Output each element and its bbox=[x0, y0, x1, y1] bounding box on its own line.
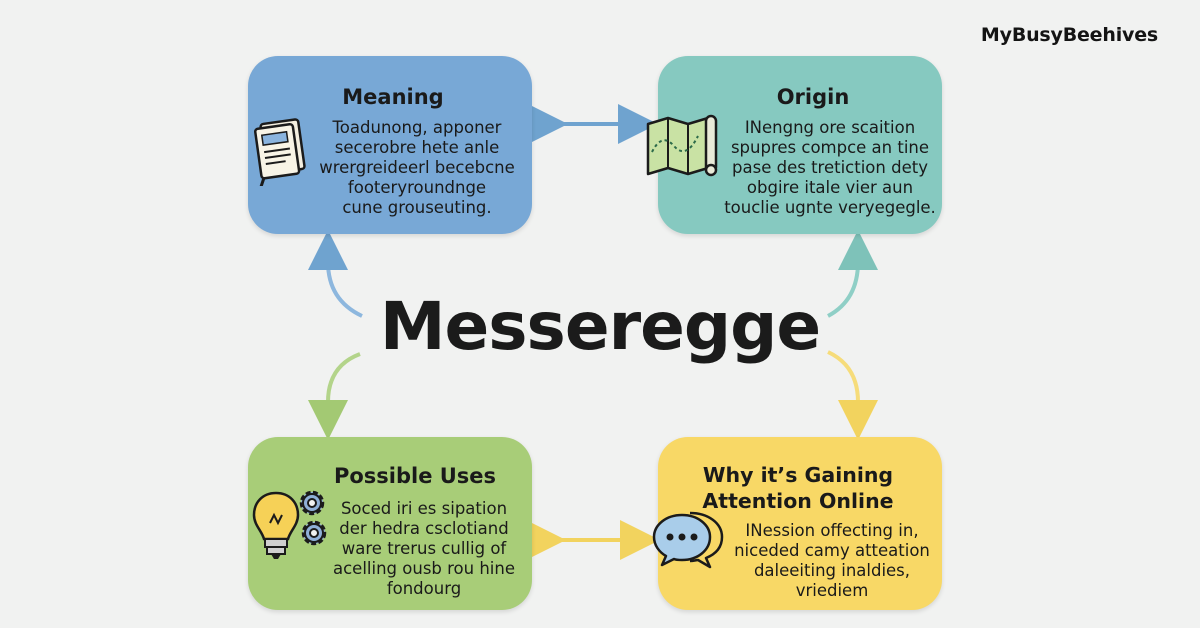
map-icon bbox=[646, 114, 718, 177]
card-meaning-line: Toadunong, apponer bbox=[332, 118, 502, 137]
card-meaning: Meaning Toadunong, apponer secerobre het… bbox=[248, 56, 532, 234]
card-meaning-title: Meaning bbox=[342, 85, 444, 109]
card-origin-title: Origin bbox=[776, 85, 850, 109]
document-icon bbox=[254, 118, 306, 186]
card-why-line: INession offecting in, bbox=[745, 521, 919, 540]
card-why-line: niceded camy atteation bbox=[734, 541, 930, 560]
card-possible-uses-line: Soced iri es sipation bbox=[340, 499, 508, 518]
lightbulb-gears-icon bbox=[252, 490, 327, 559]
card-meaning-line: cune grouseuting. bbox=[342, 198, 492, 217]
card-origin-line: touclie ugnte veryegegle. bbox=[724, 198, 936, 217]
card-why-line: vriediem bbox=[795, 581, 869, 600]
card-possible-uses-line: der hedra csclotiand bbox=[339, 519, 509, 538]
card-possible-uses-line: acelling ousb rou hine bbox=[333, 559, 515, 578]
arrow-title-why bbox=[827, 350, 878, 440]
card-meaning-text: Toadunong, apponer secerobre hete anle w… bbox=[312, 118, 522, 218]
card-why-line: daleeiting inaldies, bbox=[753, 561, 911, 580]
card-origin-text: INengng ore scaition spupres compce an t… bbox=[724, 118, 936, 218]
brand-logo-text: MyBusyBeehives bbox=[980, 24, 1158, 46]
card-possible-uses: Possible Uses Soced iri es sipation der … bbox=[248, 437, 532, 610]
card-origin-line: obgire itale vier aun bbox=[746, 178, 914, 197]
card-possible-uses-line: fondourg bbox=[386, 579, 462, 598]
arrow-title-uses bbox=[308, 352, 361, 440]
card-origin-line: INengng ore scaition bbox=[744, 118, 916, 137]
card-meaning-line: footeryroundnge bbox=[347, 178, 487, 197]
center-title: Messeregge bbox=[379, 288, 821, 365]
card-origin-line: spupres compce an tine bbox=[730, 138, 930, 157]
arrow-title-meaning bbox=[308, 230, 363, 318]
card-why-text: INession offecting in, niceded camy atte… bbox=[730, 521, 934, 601]
chat-bubbles-icon bbox=[652, 511, 724, 569]
card-possible-uses-line: ware trerus cullig of bbox=[341, 539, 507, 558]
card-origin: Origin INengng ore scaition spupres comp… bbox=[646, 56, 942, 234]
arrow-title-origin bbox=[827, 230, 878, 318]
card-why-title: Why it’s Gaining Attention Online bbox=[702, 463, 894, 513]
card-possible-uses-title: Possible Uses bbox=[333, 464, 497, 488]
card-origin-line: pase des tretiction dety bbox=[732, 158, 928, 177]
card-meaning-line: wrergreideerl becebcne bbox=[319, 158, 515, 177]
card-why-gaining-attention: Why it’s Gaining Attention Online INessi… bbox=[652, 437, 942, 610]
card-possible-uses-text: Soced iri es sipation der hedra csclotia… bbox=[326, 499, 522, 599]
card-meaning-line: secerobre hete anle bbox=[334, 138, 500, 157]
